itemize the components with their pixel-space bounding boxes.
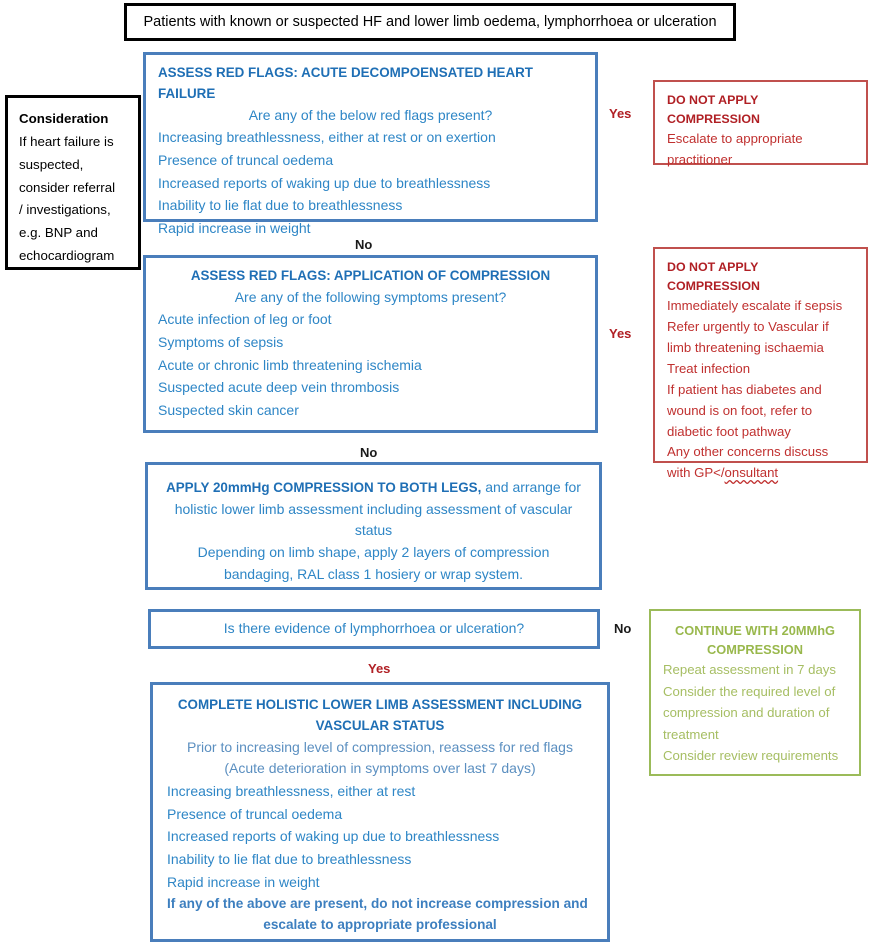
continue-compression-box: CONTINUE WITH 20MMhG COMPRESSION Repeat … bbox=[649, 609, 861, 776]
red-box-2-line: limb threatening ischaemia bbox=[667, 340, 824, 356]
consideration-line-2: suspected, bbox=[19, 156, 84, 172]
apply-box-heading: APPLY 20mmHg COMPRESSION TO BOTH LEGS, bbox=[166, 480, 482, 495]
compression-box-subheading: Are any of the following symptoms presen… bbox=[234, 288, 507, 305]
apply-box-heading-tail: and arrange for bbox=[481, 479, 581, 495]
do-not-apply-compression-box-1: DO NOT APPLY COMPRESSION Escalate to app… bbox=[653, 80, 868, 167]
red-box-2-line: diabetic foot pathway bbox=[667, 423, 791, 439]
compression-flag-item: Suspected acute deep vein thrombosis bbox=[158, 379, 400, 396]
consideration-line-6: echocardiogram bbox=[19, 248, 115, 264]
red-box-1-line: Escalate to appropriate bbox=[667, 131, 803, 147]
green-box-line: compression and duration of bbox=[663, 705, 830, 721]
green-box-line: Repeat assessment in 7 days bbox=[663, 662, 836, 678]
apply-box-heading-row: APPLY 20mmHg COMPRESSION TO BOTH LEGS, a… bbox=[162, 477, 585, 499]
green-box-heading-line-2: COMPRESSION bbox=[707, 642, 803, 658]
compression-flag-item: Acute infection of leg or foot bbox=[158, 311, 332, 328]
apply-box-line: status bbox=[354, 522, 393, 539]
red-box-2-heading: DO NOT APPLY COMPRESSION bbox=[667, 260, 760, 294]
assess-red-flags-heart-failure-box: ASSESS RED FLAGS: ACUTE DECOMPOENSATED H… bbox=[143, 52, 598, 236]
do-not-apply-compression-box-2: DO NOT APPLY COMPRESSION Immediately esc… bbox=[653, 247, 868, 480]
hf-flag-item: Increasing breathlessness, either at res… bbox=[158, 129, 496, 146]
green-box-line: treatment bbox=[663, 726, 719, 742]
final-flag-item: Increasing breathlessness, either at res… bbox=[167, 782, 416, 799]
red-box-2-last-line: with GP</onsultant bbox=[667, 463, 854, 484]
branch-label-yes-compression: Yes bbox=[609, 326, 632, 341]
compression-flag-item: Symptoms of sepsis bbox=[158, 334, 284, 351]
green-box-heading-line-1: CONTINUE WITH 20MMhG bbox=[675, 623, 835, 638]
final-box-muted-line: (Acute deterioration in symptoms over la… bbox=[224, 760, 536, 777]
red-box-2-line: Immediately escalate if sepsis bbox=[667, 298, 843, 314]
final-box-footer-line-1: If any of the above are present, do not … bbox=[167, 896, 588, 912]
hf-flag-item: Presence of truncal oedema bbox=[158, 151, 334, 168]
final-flag-item: Presence of truncal oedema bbox=[167, 805, 343, 822]
red-box-2-line: Treat infection bbox=[667, 361, 751, 377]
apply-compression-box: APPLY 20mmHg COMPRESSION TO BOTH LEGS, a… bbox=[145, 462, 602, 590]
compression-flag-item: Suspected skin cancer bbox=[158, 402, 299, 419]
apply-box-line: Depending on limb shape, apply 2 layers … bbox=[197, 544, 550, 561]
branch-label-yes-lymphorrhoea: Yes bbox=[368, 661, 391, 676]
lymphorrhoea-ulceration-question-box: Is there evidence of lymphorrhoea or ulc… bbox=[148, 609, 600, 649]
red-box-2-last-line-prefix: with GP</ bbox=[667, 465, 725, 481]
final-flag-item: Rapid increase in weight bbox=[167, 873, 320, 890]
final-box-heading-line-2: VASCULAR STATUS bbox=[315, 717, 445, 733]
branch-label-no-lymphorrhoea: No bbox=[614, 621, 632, 636]
hf-flag-item: Increased reports of waking up due to br… bbox=[158, 174, 491, 191]
final-box-footer-line-2: escalate to appropriate professional bbox=[263, 917, 497, 933]
green-box-line: Consider the required level of bbox=[663, 683, 836, 699]
branch-label-no-heart-failure: No bbox=[355, 237, 373, 252]
complete-holistic-assessment-box: COMPLETE HOLISTIC LOWER LIMB ASSESSMENT … bbox=[150, 682, 610, 942]
branch-label-yes-heart-failure: Yes bbox=[609, 106, 632, 121]
apply-box-line: bandaging, RAL class 1 hosiery or wrap s… bbox=[223, 565, 524, 582]
patient-cohort-title-text: Patients with known or suspected HF and … bbox=[143, 13, 717, 30]
red-box-2-line: If patient has diabetes and bbox=[667, 381, 822, 397]
hf-flag-item: Rapid increase in weight bbox=[158, 219, 311, 236]
hf-flag-item: Inability to lie flat due to breathlessn… bbox=[158, 197, 403, 214]
hf-box-subheading: Are any of the below red flags present? bbox=[248, 106, 493, 123]
final-box-muted-line: Prior to increasing level of compression… bbox=[187, 738, 573, 755]
branch-label-no-compression: No bbox=[360, 445, 378, 460]
consideration-line-4: / investigations, bbox=[19, 202, 111, 218]
compression-flag-item: Acute or chronic limb threatening ischem… bbox=[158, 356, 422, 373]
consideration-box: Consideration If heart failure is suspec… bbox=[5, 95, 141, 270]
lymphorrhoea-question-text: Is there evidence of lymphorrhoea or ulc… bbox=[223, 620, 525, 637]
consideration-heading: Consideration bbox=[19, 111, 109, 126]
final-flag-item: Increased reports of waking up due to br… bbox=[167, 828, 500, 845]
compression-box-heading: ASSESS RED FLAGS: APPLICATION OF COMPRES… bbox=[190, 268, 551, 283]
spellcheck-misspelled-word: onsultant bbox=[724, 465, 779, 481]
final-box-heading-line-1: COMPLETE HOLISTIC LOWER LIMB ASSESSMENT … bbox=[177, 697, 583, 712]
assess-red-flags-compression-box: ASSESS RED FLAGS: APPLICATION OF COMPRES… bbox=[143, 255, 598, 433]
consideration-line-5: e.g. BNP and bbox=[19, 225, 98, 241]
green-box-line: Consider review requirements bbox=[663, 747, 839, 763]
red-box-2-line: Refer urgently to Vascular if bbox=[667, 319, 829, 335]
red-box-1-line: practitioner bbox=[667, 152, 733, 168]
final-flag-item: Inability to lie flat due to breathlessn… bbox=[167, 850, 412, 867]
apply-box-line: holistic lower limb assessment including… bbox=[174, 500, 573, 517]
red-box-2-line: wound is on foot, refer to bbox=[667, 402, 813, 418]
consideration-line-3: consider referral bbox=[19, 179, 116, 195]
patient-cohort-title-box: Patients with known or suspected HF and … bbox=[124, 3, 736, 41]
consideration-line-1: If heart failure is bbox=[19, 133, 114, 149]
red-box-1-heading: DO NOT APPLY COMPRESSION bbox=[667, 93, 760, 127]
hf-box-heading: ASSESS RED FLAGS: ACUTE DECOMPOENSATED H… bbox=[158, 65, 533, 101]
red-box-2-line: Any other concerns discuss bbox=[667, 444, 829, 460]
